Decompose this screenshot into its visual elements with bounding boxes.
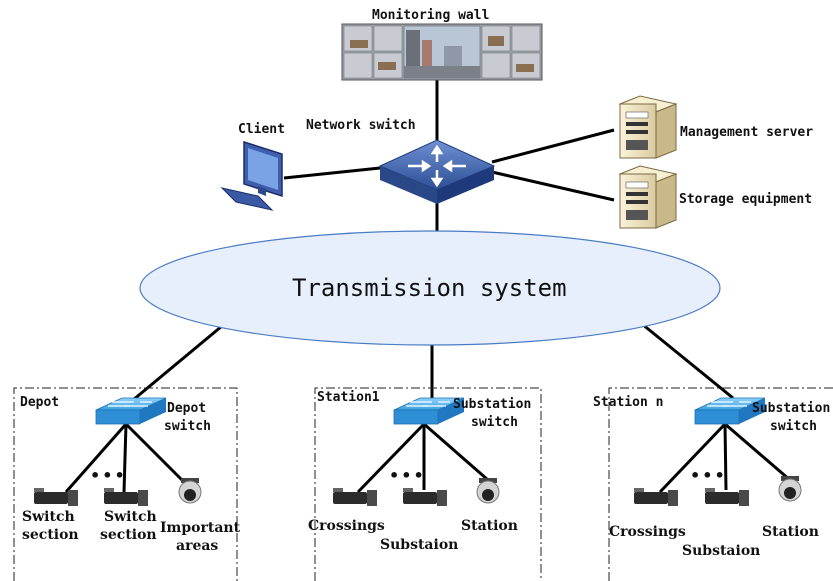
- depot-device-3-line1: Important: [160, 520, 241, 536]
- station-n-device-1-label: Crossings: [609, 524, 686, 540]
- station1-zone-title: Station1: [317, 390, 380, 405]
- station1-switch-icon: [393, 397, 465, 425]
- station-n-switch-icon: [694, 397, 766, 425]
- box-camera-icon: [333, 488, 377, 506]
- depot-device-2-line2: section: [100, 527, 157, 543]
- station1-switch-label-2: switch: [471, 415, 518, 430]
- core-switch-icon: [378, 139, 496, 204]
- station1-zone: [314, 387, 542, 581]
- box-camera-icon: [705, 488, 749, 506]
- zone-boxes: [13, 387, 833, 581]
- station1-device-1-label: Crossings: [308, 518, 385, 534]
- station-n-switch-label-1: Substation: [752, 401, 831, 416]
- monitoring-wall-label: Monitoring wall: [372, 8, 490, 23]
- station1-device-2-label: Substaion: [380, 537, 459, 553]
- connection-lines: [64, 80, 791, 494]
- station-n-zone-title: Station n: [593, 395, 664, 410]
- box-camera-icon: [403, 488, 447, 506]
- station1-more-dots: •••: [389, 466, 426, 485]
- transmission-system-ellipse: [139, 230, 721, 346]
- dome-camera-icon: [476, 478, 500, 504]
- box-camera-icon: [634, 488, 678, 506]
- client-label: Client: [238, 122, 285, 137]
- depot-device-1-line2: section: [22, 527, 79, 543]
- depot-switch-icon: [95, 397, 167, 425]
- transmission-system-label: Transmission system: [292, 274, 567, 302]
- dome-camera-icon: [178, 478, 202, 504]
- box-camera-icon: [104, 488, 148, 506]
- depot-device-1-line1: Switch: [22, 509, 75, 525]
- monitoring-wall-icon: [341, 23, 543, 81]
- depot-more-dots: •••: [90, 466, 127, 485]
- network-switch-label: Network switch: [306, 118, 416, 133]
- station-n-more-dots: •••: [690, 466, 727, 485]
- station-n-switch-label-2: switch: [770, 419, 817, 434]
- depot-device-3-line2: areas: [176, 538, 219, 554]
- station-n-device-2-label: Substaion: [682, 543, 761, 559]
- client-computer-icon: [220, 140, 283, 211]
- management-server-label: Management server: [680, 125, 814, 140]
- box-camera-icon: [34, 488, 78, 506]
- storage-equipment-icon: [618, 165, 678, 229]
- management-server-icon: [618, 95, 678, 159]
- depot-switch-label-2: switch: [164, 419, 211, 434]
- station1-switch-label-1: Substation: [453, 397, 532, 412]
- depot-switch-label-1: Depot: [167, 401, 207, 416]
- station-n-zone: [608, 387, 833, 581]
- station1-device-3-label: Station: [461, 518, 518, 534]
- depot-device-2-line1: Switch: [104, 509, 157, 525]
- depot-zone: [13, 387, 238, 581]
- depot-zone-title: Depot: [20, 395, 60, 410]
- station-n-device-3-label: Station: [762, 524, 819, 540]
- storage-equipment-label: Storage equipment: [679, 192, 813, 207]
- dome-camera-icon: [778, 476, 802, 502]
